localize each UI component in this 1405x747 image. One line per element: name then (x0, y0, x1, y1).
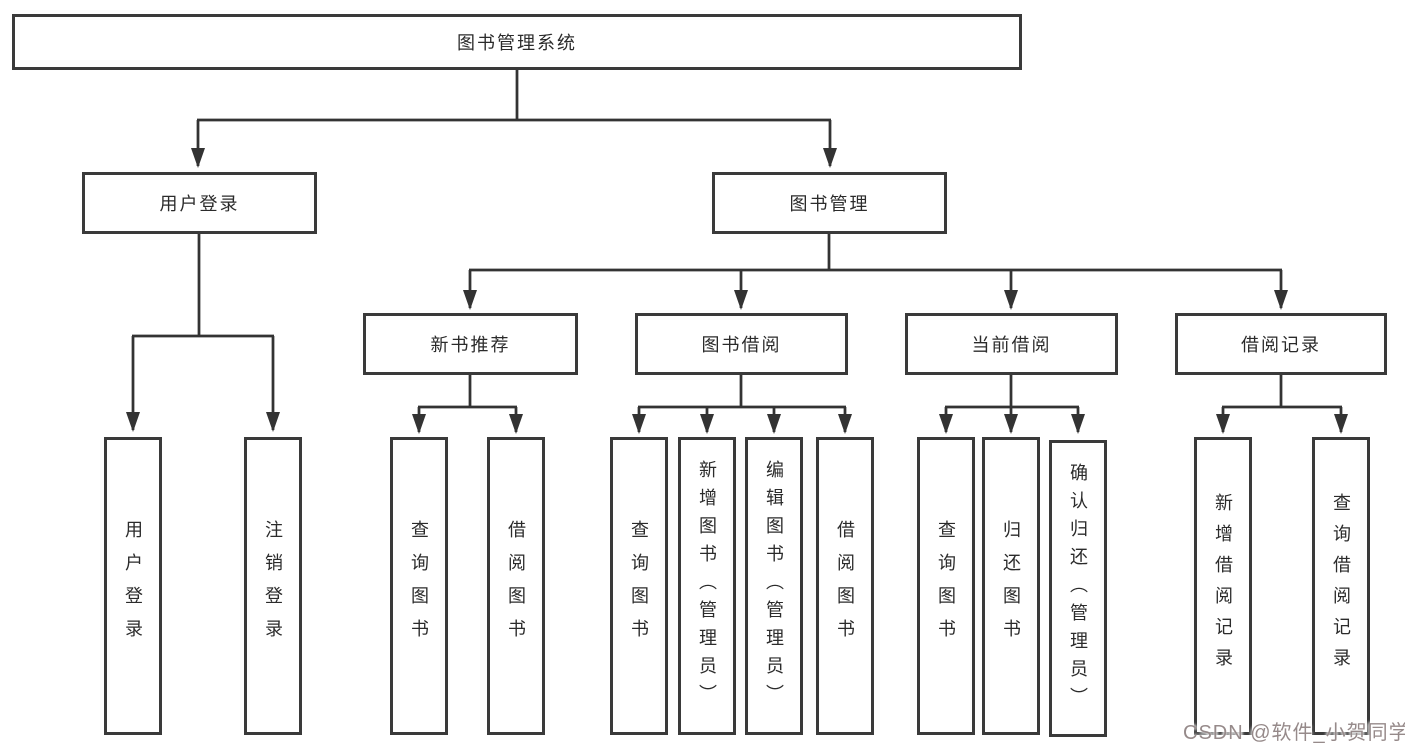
leaf-user-login-label: 用户登录 (123, 520, 143, 652)
leaf-borrow-book: 借阅图书 (816, 437, 874, 735)
leaf-borrow-query-book: 查询图书 (610, 437, 668, 735)
leaf-confirm-return-admin-label: 确认归还（管理员） (1068, 462, 1088, 715)
node-book-borrow: 图书借阅 (635, 313, 848, 375)
node-new-book-recommend-label: 新书推荐 (430, 335, 511, 355)
node-borrow-record-label: 借阅记录 (1241, 335, 1321, 355)
node-book-borrow-label: 图书借阅 (701, 335, 782, 355)
leaf-query-borrow-record-label: 查询借阅记录 (1331, 493, 1351, 679)
node-book-management: 图书管理 (712, 172, 947, 234)
node-root-system: 图书管理系统 (12, 14, 1022, 70)
leaf-edit-book-admin-label: 编辑图书（管理员） (764, 460, 784, 712)
node-borrow-record: 借阅记录 (1175, 313, 1387, 375)
node-current-borrow: 当前借阅 (905, 313, 1118, 375)
leaf-borrow-book-label: 借阅图书 (835, 520, 855, 652)
leaf-current-query-book-label: 查询图书 (936, 520, 956, 652)
node-user-login: 用户登录 (82, 172, 317, 234)
leaf-borrow-query-book-label: 查询图书 (629, 520, 649, 652)
csdn-watermark: CSDN @软件_小贺同学 (1183, 722, 1405, 744)
leaf-recommend-borrow-book: 借阅图书 (487, 437, 545, 735)
leaf-logout: 注销登录 (244, 437, 302, 735)
leaf-recommend-borrow-book-label: 借阅图书 (506, 520, 526, 652)
leaf-add-borrow-record-label: 新增借阅记录 (1213, 493, 1233, 679)
leaf-user-login: 用户登录 (104, 437, 162, 735)
leaf-query-borrow-record: 查询借阅记录 (1312, 437, 1370, 735)
leaf-add-book-admin: 新增图书（管理员） (678, 437, 736, 735)
leaf-add-book-admin-label: 新增图书（管理员） (697, 460, 717, 712)
node-current-borrow-label: 当前借阅 (971, 335, 1052, 355)
leaf-recommend-query-book: 查询图书 (390, 437, 448, 735)
leaf-edit-book-admin: 编辑图书（管理员） (745, 437, 803, 735)
leaf-logout-label: 注销登录 (263, 520, 283, 652)
leaf-return-book: 归还图书 (982, 437, 1040, 735)
node-new-book-recommend: 新书推荐 (363, 313, 578, 375)
node-root-label: 图书管理系统 (457, 33, 577, 53)
node-user-login-label: 用户登录 (159, 194, 240, 214)
leaf-return-book-label: 归还图书 (1001, 520, 1021, 652)
leaf-confirm-return-admin: 确认归还（管理员） (1049, 440, 1107, 737)
node-book-management-label: 图书管理 (789, 194, 870, 214)
leaf-current-query-book: 查询图书 (917, 437, 975, 735)
leaf-add-borrow-record: 新增借阅记录 (1194, 437, 1252, 735)
leaf-recommend-query-book-label: 查询图书 (409, 520, 429, 652)
